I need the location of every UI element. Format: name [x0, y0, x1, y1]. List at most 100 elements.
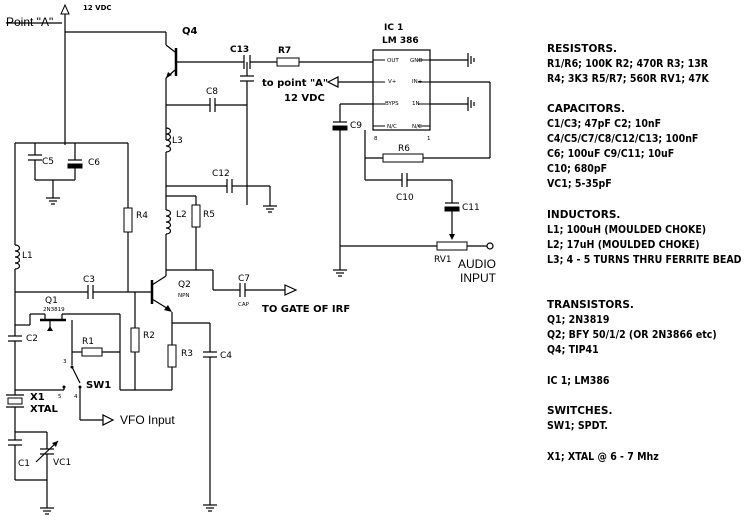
- sw1-label: SW1: [86, 380, 111, 391]
- vc1-label: VC1: [53, 458, 71, 468]
- c6-label: C6: [88, 158, 100, 168]
- ic1-lm386: [372, 49, 431, 131]
- c9-capacitor: [332, 103, 373, 270]
- r7-resistor: [276, 57, 300, 67]
- l1-label: L1: [22, 251, 33, 261]
- parts-line: L2; 17uH (MOULDED CHOKE): [547, 239, 700, 251]
- ic-gnd-pin: GND: [410, 58, 423, 64]
- c8-capacitor: [166, 98, 247, 112]
- c10-label: C10: [396, 193, 414, 203]
- parts-heading: INDUCTORS.: [547, 209, 620, 221]
- xtal-label: XTAL: [30, 404, 58, 415]
- l2-label: L2: [176, 210, 187, 220]
- parts-line: Q4; TIP41: [547, 344, 599, 356]
- q2-transistor: [150, 270, 173, 345]
- c5-label: C5: [42, 157, 54, 167]
- c1-label: C1: [18, 459, 30, 469]
- r6-resistor: [382, 153, 424, 163]
- parts-line: Q2; BFY 50/1/2 (OR 2N3866 etc): [547, 329, 717, 341]
- audio-input-label2: INPUT: [460, 271, 497, 285]
- ic-inminus-pin: 1N-: [412, 101, 422, 107]
- ic-byps-pin: BYPS: [385, 101, 399, 107]
- c11-label: C11: [462, 203, 480, 213]
- c12-ground: [247, 185, 277, 213]
- parts-heading: RESISTORS.: [547, 43, 617, 55]
- ic-inminus-gnd: [430, 97, 475, 111]
- q2-label: Q2: [178, 280, 191, 290]
- ic-gnd-wire: [430, 53, 475, 67]
- parts-line: C6; 100uF C9/C11; 10uF: [547, 148, 674, 160]
- q1-label: Q1: [45, 296, 58, 306]
- rv1-label: RV1: [434, 255, 452, 265]
- ic-part: LM 386: [382, 36, 419, 46]
- parts-line: SW1; SPDT.: [547, 420, 608, 432]
- parts-line: L1; 100uH (MOULDED CHOKE): [547, 224, 706, 236]
- ic-nc1-pin: N/C: [387, 124, 397, 130]
- parts-heading: CAPACITORS.: [547, 103, 625, 115]
- parts-line: X1; XTAL @ 6 - 7 Mhz: [547, 451, 659, 463]
- to-gate-label: TO GATE OF IRF: [262, 304, 350, 315]
- sw-pin4: 4: [74, 394, 78, 400]
- c11-capacitor: [444, 180, 460, 238]
- q1-part-label: 2N3819: [43, 307, 65, 313]
- point-a-label: Point "A": [6, 15, 53, 29]
- r3-label: R3: [181, 349, 193, 359]
- vfo-input-label: VFO Input: [120, 413, 175, 427]
- audio-input-label: AUDIO: [458, 257, 496, 271]
- sw1-switch: [15, 352, 115, 426]
- v12-top-label: 12 VDC: [83, 4, 112, 12]
- r7-label: R7: [278, 46, 291, 56]
- parts-line: R4; 3K3 R5/R7; 560R RV1; 47K: [547, 73, 710, 85]
- parts-line: L3; 4 - 5 TURNS THRU FERRITE BEAD: [547, 254, 742, 266]
- c1-capacitor: [8, 431, 47, 481]
- x1-crystal: [6, 390, 24, 432]
- parts-heading: SWITCHES.: [547, 405, 612, 417]
- parts-line: R1/R6; 100K R2; 470R R3; 13R: [547, 58, 709, 70]
- r3-resistor: [167, 344, 177, 368]
- q1-jfet: [29, 313, 121, 390]
- c3-label: C3: [83, 275, 95, 285]
- ic-pin8: 8: [374, 136, 378, 142]
- l1-inductor: [14, 244, 21, 270]
- c13-capacitor: [205, 55, 277, 69]
- parts-heading: TRANSISTORS.: [547, 299, 634, 311]
- parts-line: Q1; 2N3819: [547, 314, 609, 326]
- v12-mid-label: 12 VDC: [284, 93, 325, 104]
- c7-label: C7: [238, 274, 250, 284]
- c3-capacitor: [15, 285, 150, 299]
- c12-label: C12: [212, 169, 230, 179]
- r2-label: R2: [143, 331, 155, 341]
- parts-list: RESISTORS. R1/R6; 100K R2; 470R R3; 13R R4…: [547, 43, 742, 463]
- c10-capacitor: [365, 173, 452, 187]
- c12-capacitor: [166, 179, 247, 193]
- r4-resistor: [123, 207, 133, 233]
- parts-line: IC 1; LM386: [547, 375, 610, 387]
- c13-shunt: [240, 62, 254, 205]
- parts-line: C4/C5/C7/C8/C12/C13; 100nF: [547, 133, 698, 145]
- r5-label: R5: [203, 210, 215, 220]
- r2-resistor: [130, 327, 140, 353]
- c9-ground: [333, 269, 347, 277]
- to-point-a-arrow: [326, 76, 373, 88]
- parts-line: C10; 680pF: [547, 163, 607, 175]
- ic-pin-stubs: [373, 59, 430, 127]
- c2-label: C2: [26, 334, 38, 344]
- cap-label: CAP: [238, 302, 250, 308]
- r5-resistor: [191, 204, 201, 228]
- l3-inductor: [165, 127, 172, 153]
- c7-capacitor: [213, 283, 298, 297]
- c9-label: C9: [350, 121, 362, 131]
- supply-rail-top: [6, 3, 166, 145]
- ic-inplus-pin: IN+: [412, 79, 423, 85]
- r4-label: R4: [136, 211, 148, 221]
- r1-label: R1: [82, 337, 94, 347]
- sw-pin3: 3: [63, 359, 67, 365]
- sw-pin5: 5: [58, 394, 62, 400]
- ic-pin1: 1: [427, 136, 431, 142]
- c8-label: C8: [206, 87, 218, 97]
- ic-title: IC 1: [384, 23, 403, 33]
- npn-label: NPN: [178, 293, 190, 299]
- ic-out-pin: OUT: [387, 58, 399, 64]
- c13-label: C13: [230, 45, 249, 55]
